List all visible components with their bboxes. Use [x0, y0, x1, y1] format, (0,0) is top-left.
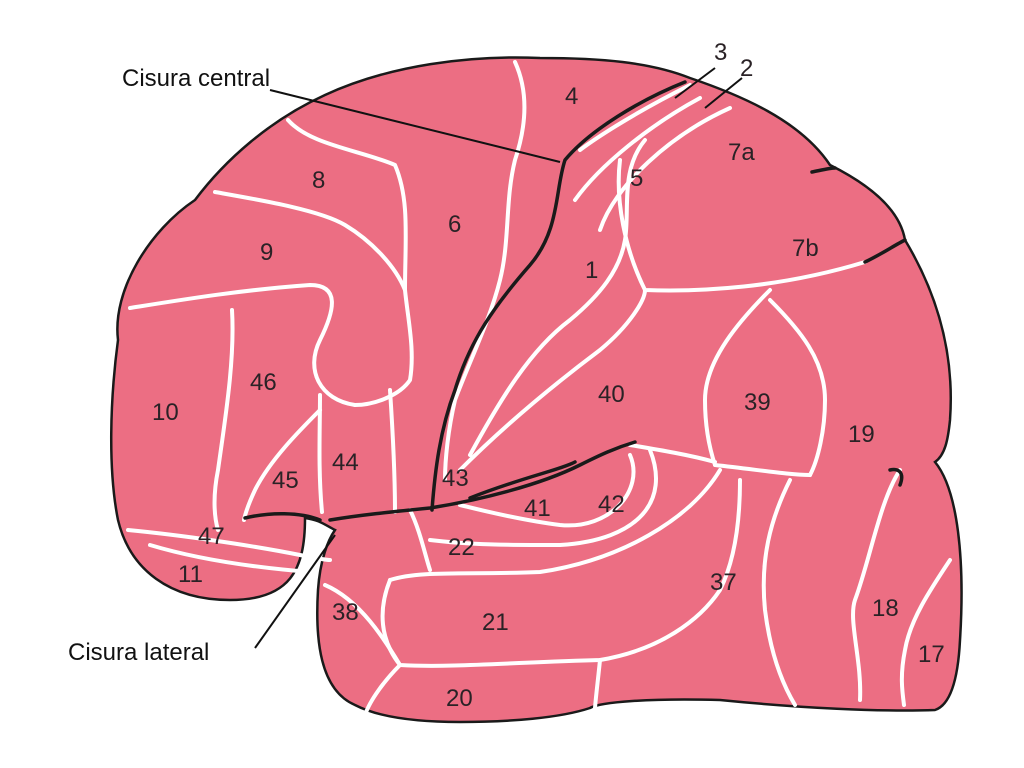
- area-1-label: 1: [585, 257, 598, 284]
- area-39-label: 39: [744, 389, 771, 416]
- area-17-label: 17: [918, 641, 945, 668]
- lateral-sulcus: [328, 440, 637, 522]
- area-43-label: 43: [442, 465, 469, 492]
- area-46-label: 46: [250, 369, 277, 396]
- area-19-label: 19: [848, 421, 875, 448]
- area-22-label: 22: [448, 534, 475, 561]
- area-2-label: 2: [740, 55, 753, 82]
- area-5-label: 5: [630, 165, 643, 192]
- area-42-label: 42: [598, 491, 625, 518]
- area-7b-label: 7b: [792, 235, 819, 262]
- area-41-label: 41: [524, 495, 551, 522]
- area-3-leader: [674, 67, 716, 99]
- central-sulcus: [430, 80, 687, 512]
- brain-cortex: [110, 56, 963, 724]
- area-45-label: 45: [272, 467, 299, 494]
- area-9-label: 9: [260, 239, 273, 266]
- area-37-label: 37: [710, 569, 737, 596]
- area-labels: 1 2 3 4 5 6 7a 7b 8 9 10 11 17 18 19 20 …: [152, 39, 945, 712]
- central-sulcus-label: Cisura central: [122, 65, 270, 92]
- central-sulcus-leader: [269, 89, 561, 163]
- area-40-label: 40: [598, 381, 625, 408]
- area-3-label: 3: [714, 39, 727, 66]
- area-boundaries: [126, 60, 952, 717]
- area-18-label: 18: [872, 595, 899, 622]
- lateral-sulcus-leader: [254, 534, 336, 649]
- area-8-label: 8: [312, 167, 325, 194]
- area-2-leader: [704, 77, 743, 109]
- lateral-sulcus-label: Cisura lateral: [68, 639, 209, 666]
- area-4-label: 4: [565, 83, 578, 110]
- area-6-label: 6: [448, 211, 461, 238]
- sulci: [243, 80, 907, 522]
- area-20-label: 20: [446, 685, 473, 712]
- area-44-label: 44: [332, 449, 359, 476]
- area-38-label: 38: [332, 599, 359, 626]
- area-10-label: 10: [152, 399, 179, 426]
- area-11-label: 11: [178, 561, 203, 588]
- area-21-label: 21: [482, 609, 509, 636]
- area-47-label: 47: [198, 523, 225, 550]
- area-7a-label: 7a: [728, 139, 755, 166]
